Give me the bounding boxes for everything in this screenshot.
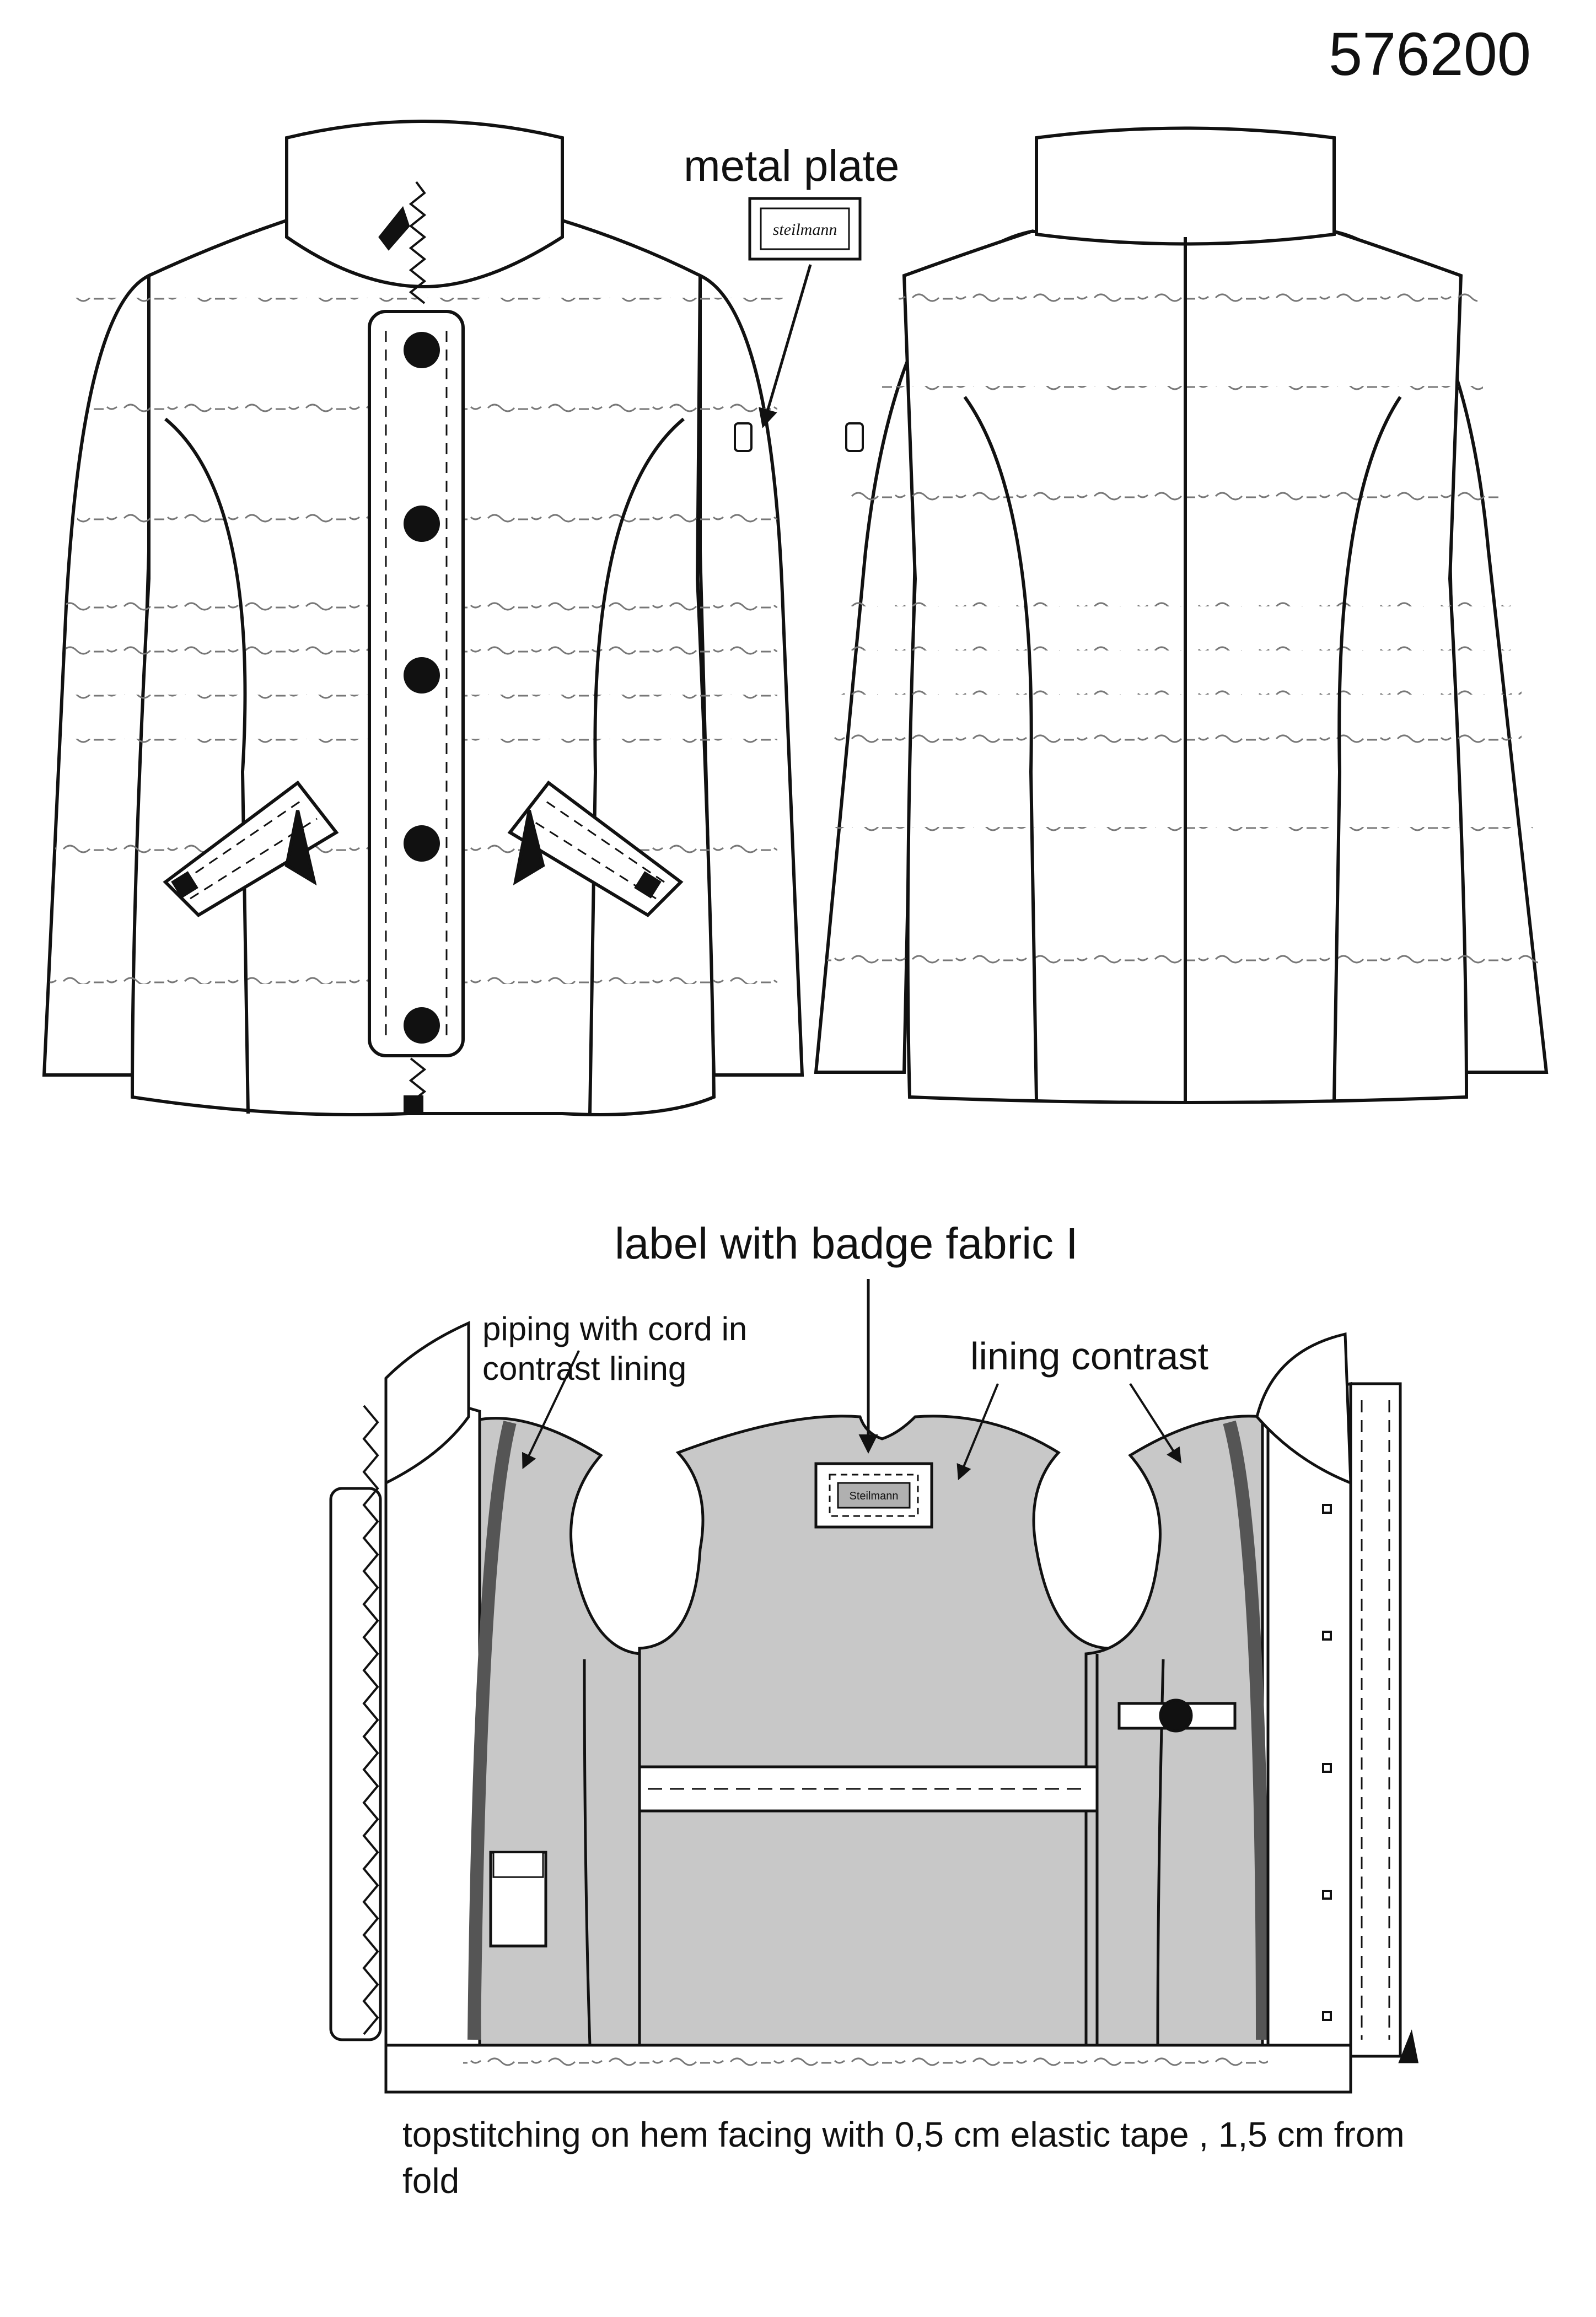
inside-view: Steilmann	[329, 1321, 1419, 2094]
metal-plate-badge: steilmann	[748, 197, 862, 261]
hem-note: topstitching on hem facing with 0,5 cm e…	[402, 2115, 1405, 2201]
lining-contrast-callout: lining contrast	[970, 1335, 1208, 1378]
inside-right-front	[1266, 1381, 1352, 2047]
style-number: 576200	[1329, 20, 1531, 88]
metal-plate-arrow	[759, 264, 812, 428]
button	[404, 657, 440, 694]
inside-left-collar	[384, 1321, 470, 1486]
button	[404, 825, 440, 862]
front-collar	[285, 120, 564, 289]
front-left-sleeve	[42, 273, 151, 1077]
lining-back-panel	[638, 1415, 1110, 2047]
back-collar	[1035, 126, 1336, 246]
back-quilting	[827, 287, 1538, 970]
metal-plate-brand: steilmann	[773, 221, 837, 239]
inside-right-placket	[1349, 1382, 1402, 2058]
lining-contrast-arrow-center	[956, 1383, 999, 1481]
piping-callout: piping with cord in contrast lining	[482, 1310, 748, 1387]
button	[404, 332, 440, 368]
inside-right-collar	[1255, 1332, 1352, 1485]
inside-left-front	[384, 1381, 481, 2047]
front-buttons	[404, 332, 440, 1044]
front-right-pocket	[507, 780, 684, 917]
label-badge-callout: label with badge fabric I	[615, 1219, 1078, 1268]
front-left-pocket	[163, 780, 339, 917]
left-piping	[467, 1421, 517, 2040]
right-piping	[1223, 1420, 1269, 2040]
brand-label: Steilmann	[814, 1462, 933, 1529]
front-sleeve-metal-plate	[734, 422, 753, 452]
lining-contrast-arrow-right	[1129, 1383, 1182, 1464]
front-quilting	[50, 298, 783, 984]
button	[404, 506, 440, 542]
front-view	[42, 120, 804, 1116]
back-sleeve-metal-plate	[845, 422, 864, 452]
piping-arrow	[522, 1350, 580, 1470]
inside-button-tab	[329, 1487, 382, 2041]
back-view	[814, 126, 1549, 1104]
inside-right-loop	[1117, 1698, 1237, 1733]
inside-zipper	[362, 1405, 379, 2035]
metal-plate-callout: metal plate	[684, 141, 900, 190]
inside-left-pocket	[489, 1851, 547, 1948]
button	[404, 1007, 440, 1044]
label-brand: Steilmann	[850, 1490, 899, 1502]
front-zipper	[409, 181, 427, 304]
front-right-sleeve	[698, 273, 804, 1077]
